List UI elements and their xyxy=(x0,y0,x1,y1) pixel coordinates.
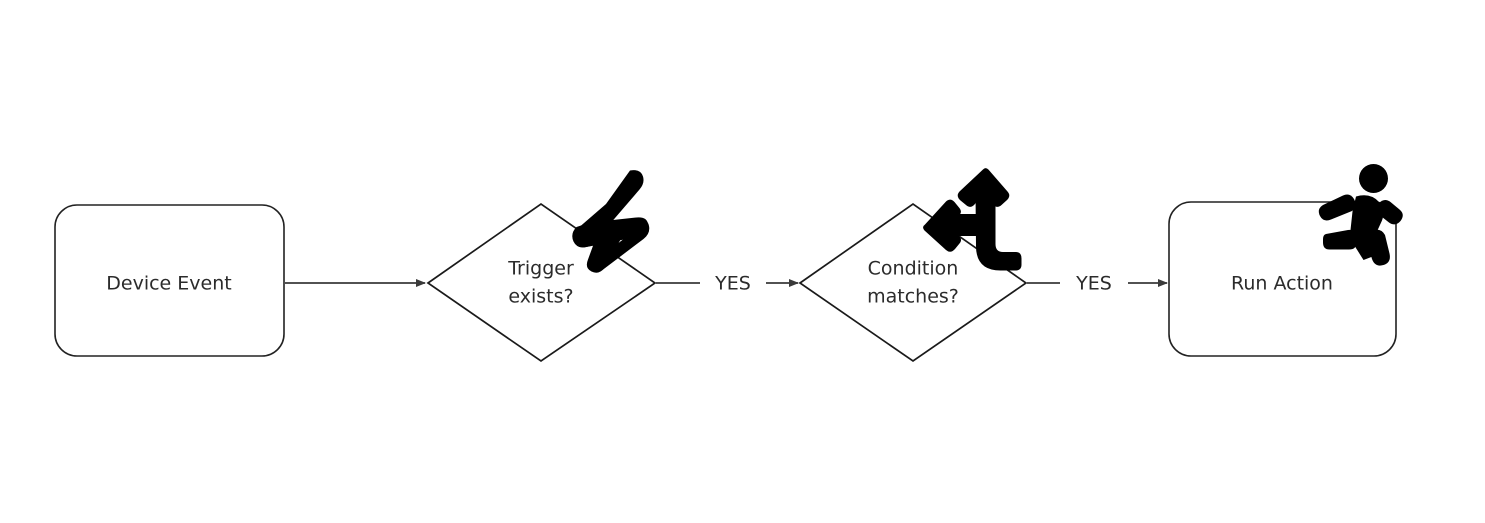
condition-matches-diamond[interactable] xyxy=(798,202,1028,363)
edge-trigger-to-condition: YES xyxy=(656,273,799,295)
node-run-action[interactable]: Run Action xyxy=(1168,164,1403,357)
condition-matches-label-line1: Condition xyxy=(868,258,959,280)
condition-matches-label-line2: matches? xyxy=(867,286,959,308)
device-event-box[interactable] xyxy=(54,204,285,357)
device-event-label: Device Event xyxy=(106,273,231,295)
edge-condition-to-action: YES xyxy=(1027,273,1168,295)
node-trigger-exists[interactable]: Trigger exists? xyxy=(426,170,657,363)
node-device-event[interactable]: Device Event xyxy=(54,204,285,357)
trigger-exists-diamond[interactable] xyxy=(426,202,657,363)
running-person-icon xyxy=(1318,164,1403,266)
trigger-exists-label-line2: exists? xyxy=(508,286,573,308)
edge-label-yes-2: YES xyxy=(1075,273,1112,295)
edge-label-yes-1: YES xyxy=(714,273,751,295)
trigger-exists-label-line1: Trigger xyxy=(507,258,574,280)
node-condition-matches[interactable]: Condition matches? xyxy=(798,168,1028,363)
run-action-label: Run Action xyxy=(1231,273,1333,295)
lightning-bolt-icon xyxy=(572,170,650,273)
branch-arrows-icon xyxy=(923,168,1022,271)
